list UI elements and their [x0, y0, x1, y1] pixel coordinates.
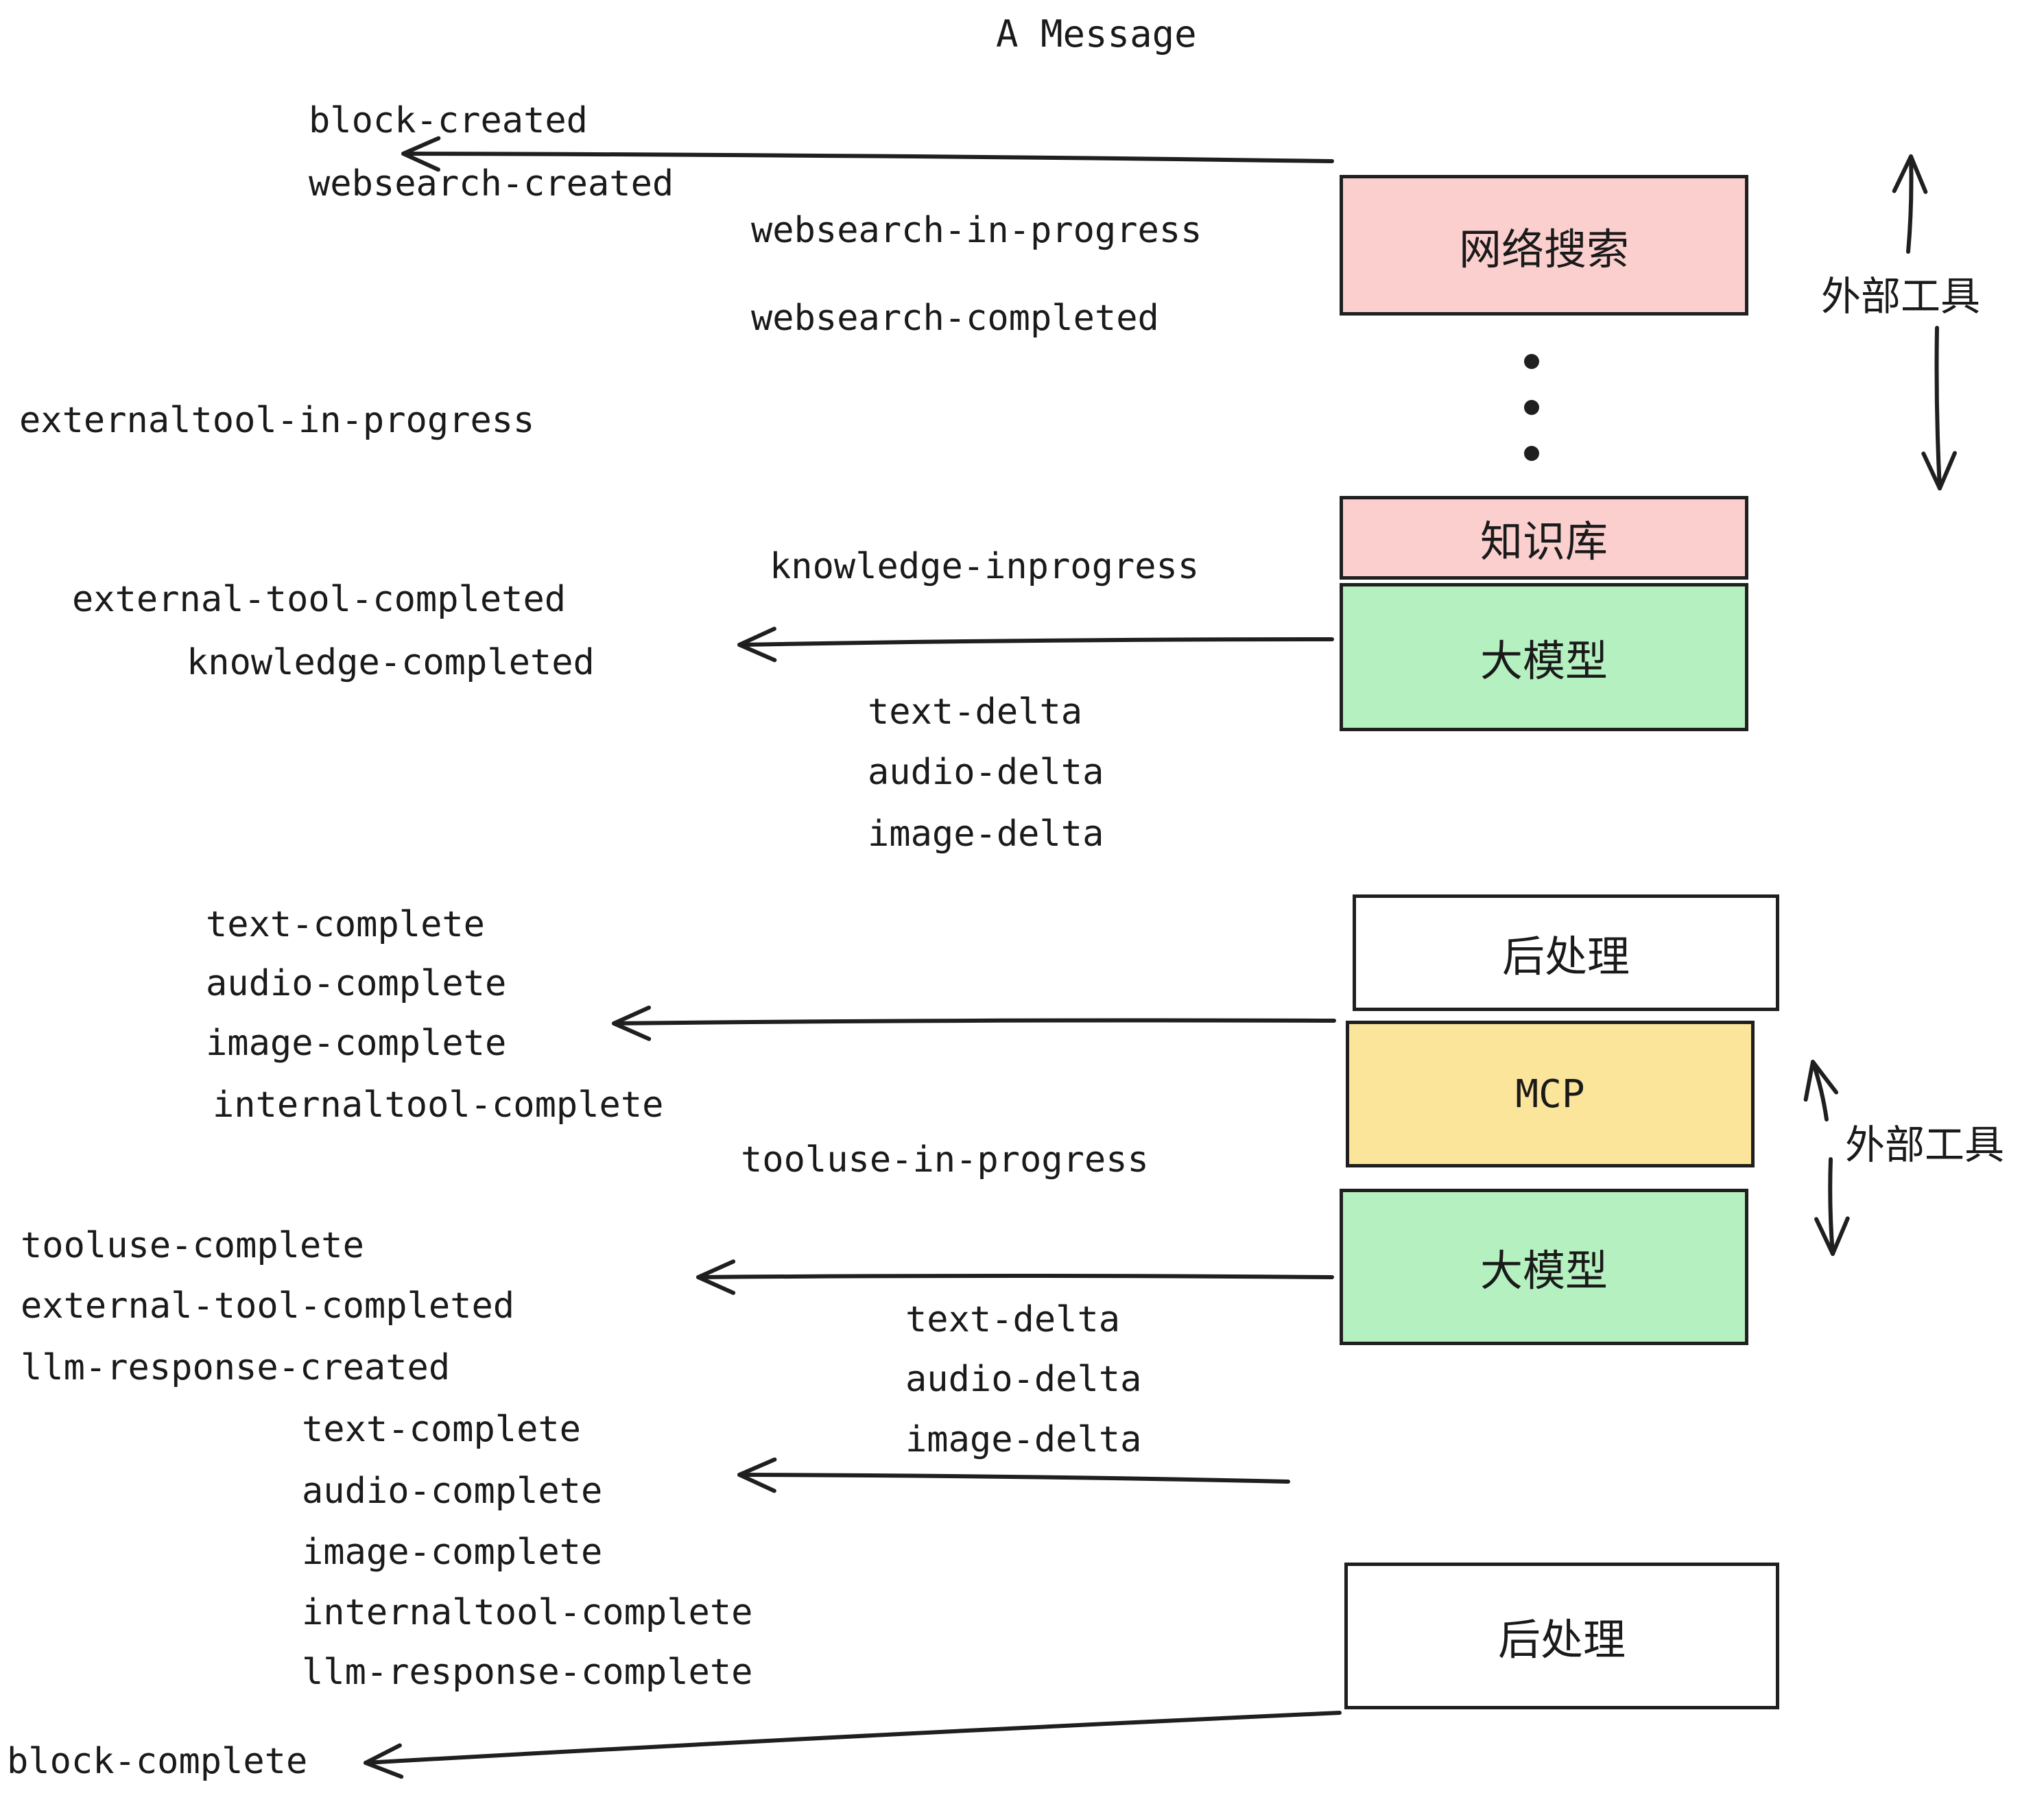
event-label: text-complete	[206, 904, 485, 945]
event-label: audio-complete	[206, 963, 507, 1004]
external-tool-label: 外部工具	[1845, 1121, 2005, 1168]
arrow-ext-tools-up-2	[1803, 1060, 1839, 1121]
arrowhead-icon	[1921, 451, 1957, 490]
event-label: knowledge-completed	[187, 642, 595, 683]
arrowhead-icon	[1814, 1216, 1850, 1256]
node-label: 大模型	[1479, 636, 1608, 686]
arrowhead-icon	[737, 626, 777, 663]
ellipsis-dot-icon	[1524, 400, 1539, 415]
page-title: A Message	[996, 12, 1197, 56]
event-label: text-delta	[905, 1299, 1121, 1340]
arrow-ext-tools-up-1	[1892, 154, 1928, 254]
event-label: image-delta	[905, 1419, 1142, 1460]
node-knowledge: 知识库	[1340, 496, 1748, 580]
event-label: audio-delta	[868, 752, 1104, 793]
node-label: 大模型	[1479, 1246, 1608, 1296]
event-label: llm-response-complete	[302, 1652, 753, 1693]
event-label: audio-complete	[302, 1471, 603, 1512]
node-label: 网络搜索	[1458, 224, 1629, 274]
arrow-knowledge-to-events	[737, 626, 1334, 663]
arrow-ext-tools-down-2	[1814, 1157, 1850, 1256]
node-postproc-2: 后处理	[1344, 1563, 1779, 1709]
event-label: llm-response-created	[21, 1347, 451, 1388]
event-label: audio-delta	[905, 1359, 1142, 1400]
event-label: websearch-created	[309, 163, 674, 204]
arrowhead-icon	[1803, 1060, 1839, 1102]
event-label: block-created	[309, 100, 588, 141]
event-label: internaltool-complete	[213, 1084, 664, 1126]
node-llm-2: 大模型	[1340, 1189, 1748, 1345]
event-label: image-complete	[302, 1532, 603, 1573]
event-label: text-complete	[302, 1409, 581, 1450]
event-label: external-tool-completed	[72, 579, 567, 620]
event-label: block-complete	[7, 1741, 308, 1782]
event-label: knowledge-inprogress	[770, 546, 1200, 587]
external-tool-label: 外部工具	[1821, 273, 1981, 320]
event-label: internaltool-complete	[302, 1592, 753, 1633]
event-label: tooluse-in-progress	[741, 1139, 1149, 1180]
node-postproc-1: 后处理	[1353, 894, 1779, 1011]
arrow-postproc2-to-block	[364, 1711, 1342, 1779]
event-label: external-tool-completed	[21, 1285, 515, 1327]
node-mcp: MCP	[1346, 1021, 1755, 1167]
event-label: image-complete	[206, 1023, 507, 1064]
event-label: text-delta	[868, 691, 1083, 733]
node-label: 知识库	[1479, 517, 1608, 567]
event-label: websearch-in-progress	[751, 210, 1202, 251]
arrowhead-icon	[1892, 154, 1928, 194]
node-label: MCP	[1515, 1071, 1585, 1117]
event-label: externaltool-in-progress	[19, 400, 535, 441]
node-llm-1: 大模型	[1340, 583, 1748, 731]
node-label: 后处理	[1497, 1615, 1626, 1665]
arrow-postproc1-to-events	[612, 1005, 1336, 1041]
arrowhead-icon	[737, 1457, 777, 1493]
arrow-mcp-to-tooluse	[696, 1259, 1334, 1295]
node-websearch: 网络搜索	[1340, 175, 1748, 316]
ellipsis-dot-icon	[1524, 354, 1539, 369]
ellipsis-dot-icon	[1524, 446, 1539, 461]
arrow-ext-tools-down-1	[1921, 326, 1957, 490]
event-label: image-delta	[868, 814, 1104, 855]
arrow-llm2-to-audio	[737, 1457, 1290, 1493]
arrowhead-icon	[696, 1259, 736, 1295]
event-label: tooluse-complete	[21, 1225, 364, 1266]
arrowhead-icon	[612, 1005, 652, 1041]
node-label: 后处理	[1501, 931, 1630, 982]
arrowhead-icon	[364, 1743, 404, 1779]
event-label: websearch-completed	[751, 298, 1159, 339]
